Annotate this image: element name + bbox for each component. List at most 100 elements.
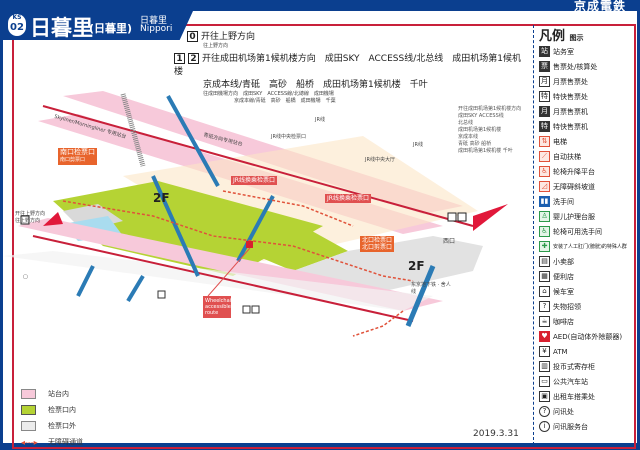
jr-transfer-gate-2: JR线换乘检票口 xyxy=(325,194,371,203)
to-ueno-sub: 往上野方向 xyxy=(15,218,41,224)
information-desk-icon: i xyxy=(539,421,550,432)
legend-label: 自动扶梯 xyxy=(553,152,581,161)
right-direction-note: 开往成田机场第1候机楼方向 成田SKY ACCESS线 北总线 成田机场第1候机… xyxy=(458,106,528,155)
note-line: 成田SKY ACCESS线 xyxy=(458,113,504,119)
zone-label: 无障碍通道 xyxy=(48,438,83,446)
legend-label: 月票售票机 xyxy=(553,107,588,116)
limited-express-machine-icon: 特 xyxy=(539,121,550,132)
jr-line-label-2: JR线 xyxy=(413,142,423,148)
legend-item: 站站务室 xyxy=(539,44,633,59)
floor-label-west: 2F xyxy=(153,191,170,205)
lost-found-icon: ? xyxy=(539,301,550,312)
platform-number: 0 xyxy=(187,31,198,42)
jr-line-label-1: JR线 xyxy=(315,117,325,123)
legend-label: 洗手间 xyxy=(553,197,574,206)
legend-label: 电梯 xyxy=(553,137,567,146)
date-label: 2019.3.31 xyxy=(473,429,519,439)
legend-item: ♿轮椅可用洗手间 xyxy=(539,224,633,239)
escalator-west-exit xyxy=(405,265,436,327)
atm-icon: ¥ xyxy=(539,346,550,357)
escalator-icon: ⟋ xyxy=(539,151,550,162)
deck-lower xyxy=(3,251,433,311)
legend-item: 月月票售票机 xyxy=(539,104,633,119)
south-gate-name: 南口检票口 xyxy=(60,148,95,156)
legend-item: 特特快售票处 xyxy=(539,89,633,104)
legend-title-text: 凡例 xyxy=(539,29,566,44)
legend-item: ▭公共汽车站 xyxy=(539,374,633,389)
station-title-jp: 日暮里 xyxy=(140,16,168,26)
legend-label: 问讯处 xyxy=(553,407,574,416)
legend-item: ▦便利店 xyxy=(539,269,633,284)
taxi-icon xyxy=(251,305,260,314)
legend-label: ATM xyxy=(553,347,568,356)
station-map: ▢ xyxy=(3,91,508,337)
jr-transfer-gate-1: JR线换乘检票口 xyxy=(231,176,277,185)
legend-label: 公共汽车站 xyxy=(553,377,588,386)
aed-icon xyxy=(246,241,253,248)
wheelchair-lift-icon: ♿ xyxy=(539,166,550,177)
zone-label: 检票口外 xyxy=(48,422,76,430)
legend-item: ♙婴儿护理台服 xyxy=(539,209,633,224)
legend-label: 特快售票处 xyxy=(553,92,588,101)
ticket-office-icon: 票 xyxy=(539,61,550,72)
station-number: 02 xyxy=(10,22,24,33)
legend-label: 出租车搭乘处 xyxy=(553,392,595,401)
bus-stop-icon xyxy=(242,305,251,314)
zone-legend: 站台内 检票口内 检票口外 ◂---▸无障碍通道 xyxy=(21,386,83,450)
legend-label: 婴儿护理台服 xyxy=(553,212,595,221)
escalator xyxy=(151,175,200,277)
legend-item: ¥ATM xyxy=(539,344,633,359)
legend-label: 便利店 xyxy=(553,272,574,281)
accessible-route xyxy=(62,200,414,282)
taxi-icon: ▣ xyxy=(539,391,550,402)
toilet-icon: ▮▮ xyxy=(539,196,550,207)
legend-item: 特特快售票机 xyxy=(539,119,633,134)
station-title-en: Nippori xyxy=(140,24,173,34)
track-line-1 xyxy=(42,105,474,227)
jr-central-gate-label: JR线中央检票口 xyxy=(271,134,306,140)
legend-item: ☕咖啡店 xyxy=(539,314,633,329)
legend-item: ⇅电梯 xyxy=(539,134,633,149)
to-ueno-text: 开往上野方向 xyxy=(15,211,46,217)
legend-item: 票售票处/核算处 xyxy=(539,59,633,74)
aed-icon: ♥ xyxy=(539,331,550,342)
legend-item: ✚安装了人工肛门(膀胱)的特殊人群 xyxy=(539,239,633,254)
platform-number: 2 xyxy=(188,53,199,64)
note-line: 青砥 高砂 船桥 xyxy=(458,141,492,147)
zone-legend-item: 站台内 xyxy=(21,386,83,402)
zone-label: 检票口内 xyxy=(48,406,76,414)
accessible-route xyxy=(222,190,354,227)
legend-item: ♿轮椅升降平台 xyxy=(539,164,633,179)
legend-label: 安装了人工肛门(膀胱)的特殊人群 xyxy=(553,244,627,250)
zone-swatch-platform xyxy=(21,389,36,399)
legend-item: ?失物招领 xyxy=(539,299,633,314)
legend-item: ▤小卖部 xyxy=(539,254,633,269)
zone-legend-item: 检票口内 xyxy=(21,402,83,418)
escalator xyxy=(166,95,220,187)
legend-label: 轮椅可用洗手间 xyxy=(553,227,602,236)
note-line: 成田机场第1候机楼 千叶 xyxy=(458,148,513,154)
legend-panel: 凡例 图示 站站务室 票售票处/核算处 月月票售票处 特特快售票处 月月票售票机… xyxy=(533,25,633,445)
tokyo-line-label: 东京地下铁 · 舍人线 xyxy=(411,282,451,295)
platform-number: 1 xyxy=(174,53,185,64)
note-line: 北总线 xyxy=(458,120,474,126)
paid-area-north xyxy=(233,226,348,271)
platform-marker-0: ▢ xyxy=(23,274,28,280)
note-line: 成田机场第1候机楼 xyxy=(458,127,502,133)
legend-label: 轮椅升降平台 xyxy=(553,167,595,176)
legend-label: 问讯服务台 xyxy=(553,422,588,431)
direction-text-2: 京成本线/青砥 高砂 船桥 成田机场第1候机楼 千叶 xyxy=(203,80,428,90)
escalator xyxy=(126,274,145,303)
ostomate-icon: ✚ xyxy=(539,241,550,252)
accessible-route-callout-text: Wheelchair accessible route xyxy=(205,298,234,316)
legend-label: 特快售票机 xyxy=(553,122,588,131)
waiting-room-icon: ⌂ xyxy=(539,286,550,297)
bus-stop-icon: ▭ xyxy=(539,376,550,387)
legend-item: ?问讯处 xyxy=(539,404,633,419)
to-ueno-label: 开往上野方向往上野方向 xyxy=(15,210,45,224)
legend-item: 月月票售票处 xyxy=(539,74,633,89)
legend-title: 凡例 图示 xyxy=(539,25,633,44)
